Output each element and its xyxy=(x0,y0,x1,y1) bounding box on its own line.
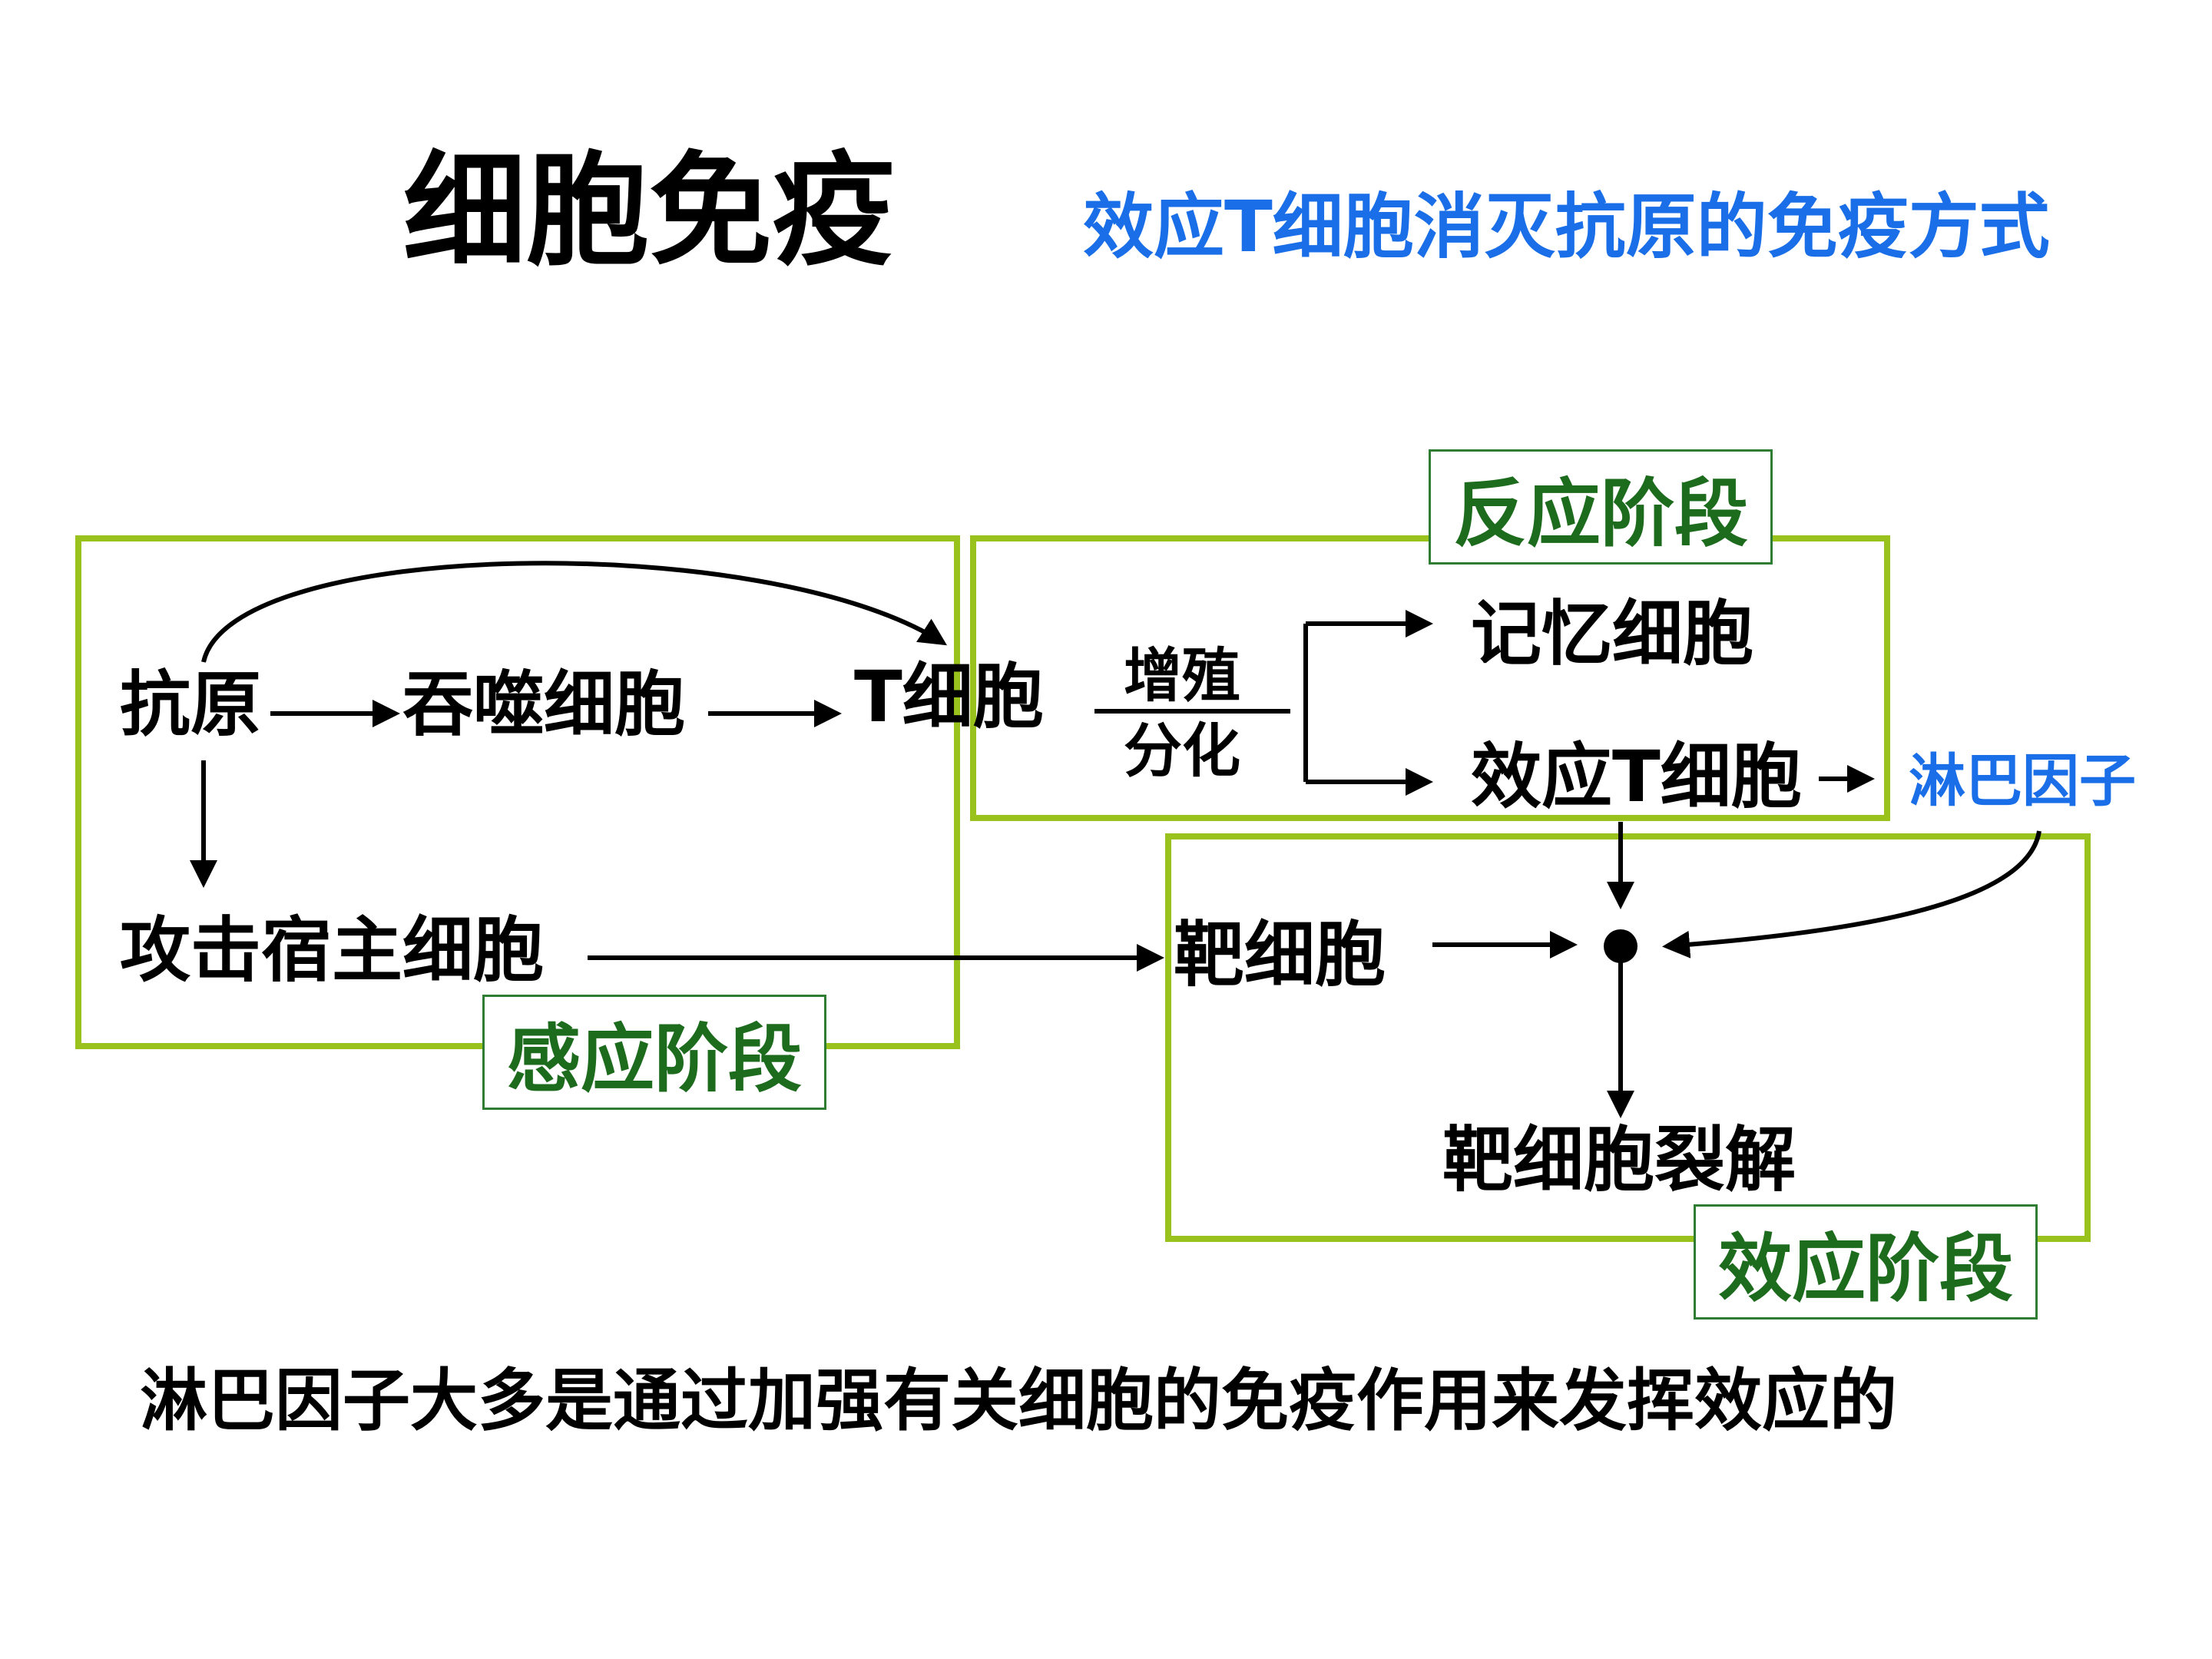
node-phagocyte: 吞噬细胞 xyxy=(402,664,686,746)
node-effector-t-cell: 效应T细胞 xyxy=(1471,736,1802,818)
effect-stage-label: 效应阶段 xyxy=(1694,1204,2038,1320)
node-attack-host-cell: 攻击宿主细胞 xyxy=(120,909,545,992)
footer-note: 淋巴因子大多是通过加强有关细胞的免疫作用来发挥效应的 xyxy=(140,1361,1898,1440)
reaction-stage-label: 反应阶段 xyxy=(1429,449,1773,565)
node-antigen: 抗原 xyxy=(120,664,262,746)
induction-stage-label: 感应阶段 xyxy=(482,995,826,1110)
arrow-antigen-tcell-curve xyxy=(201,561,948,663)
page-title: 细胞免疫 xyxy=(403,139,896,283)
convergence-dot xyxy=(1604,929,1637,963)
page-subtitle: 效应T细胞消灭抗原的免疫方式 xyxy=(1083,186,2050,268)
node-t-cell: T细胞 xyxy=(854,656,1044,738)
node-target-cell: 靶细胞 xyxy=(1174,914,1386,996)
node-memory-cell: 记忆细胞 xyxy=(1471,593,1754,675)
arrow-lymphokine-dot xyxy=(1662,830,2041,959)
label-proliferate: 增殖 xyxy=(1124,641,1240,710)
node-target-cell-lysis: 靶细胞裂解 xyxy=(1442,1119,1796,1201)
effect-stage-box xyxy=(1165,833,2091,1242)
label-differentiate: 分化 xyxy=(1124,717,1240,785)
node-lymphokine: 淋巴因子 xyxy=(1909,748,2136,814)
